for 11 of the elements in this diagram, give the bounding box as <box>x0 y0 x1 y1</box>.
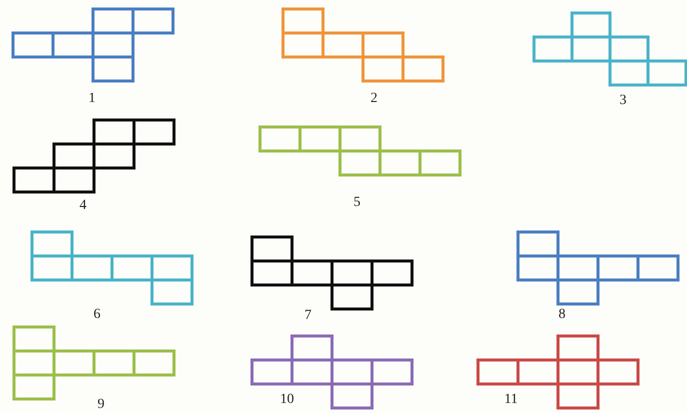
figure-number: 4 <box>80 198 86 214</box>
figure-number: 1 <box>88 91 96 107</box>
figure-number: 5 <box>354 195 360 211</box>
figure-number: 11 <box>504 392 518 408</box>
figure-number: 6 <box>94 307 100 323</box>
figure-number: 3 <box>620 93 626 109</box>
figure-number: 8 <box>558 307 566 323</box>
figure-number: 9 <box>98 397 104 413</box>
figure-number: 2 <box>370 91 378 107</box>
figure-number: 7 <box>304 308 312 324</box>
figure-number: 10 <box>280 392 294 408</box>
